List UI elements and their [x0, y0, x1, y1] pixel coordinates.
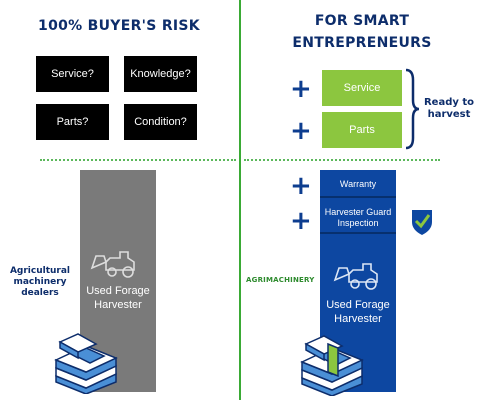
left-dotted-separator [40, 159, 236, 161]
left-column-label-line2: Harvester [94, 299, 142, 311]
inspection-item: Harvester Guard Inspection [320, 204, 396, 234]
plus-sign-warranty: + [290, 171, 312, 201]
plus-sign-inspection: + [290, 206, 312, 236]
harvester-icon [333, 263, 378, 290]
plus-sign-parts: + [290, 116, 312, 146]
harvester-icon [90, 251, 135, 278]
bracket-icon [405, 68, 420, 150]
money-stack-icon [300, 335, 364, 396]
ready-to-harvest-line1: Ready to [423, 97, 475, 108]
left-heading: 100% BUYER'S RISK [38, 18, 200, 34]
service-box: Service [322, 70, 402, 106]
left-column-label: Used Forage Harvester [80, 284, 156, 312]
right-heading-line2: ENTREPRENEURS [292, 35, 432, 51]
right-column-label: Used Forage Harvester [320, 298, 396, 326]
side-label-dealers: Agricultural machinery dealers [9, 266, 71, 298]
brand-logo: AGRIMACHINERY [246, 276, 315, 284]
shield-check-icon [412, 210, 432, 235]
question-box-parts: Parts? [36, 104, 109, 140]
ready-to-harvest-label: Ready to harvest [420, 97, 478, 121]
plus-sign-service: + [290, 74, 312, 104]
right-heading-line1: FOR SMART [314, 13, 410, 29]
warranty-item: Warranty [320, 172, 396, 198]
question-box-service: Service? [36, 56, 109, 92]
parts-box: Parts [322, 112, 402, 148]
right-column-label-line1: Used Forage [326, 299, 390, 311]
right-column-label-line2: Harvester [334, 313, 382, 325]
right-dotted-separator [244, 159, 440, 161]
right-heading: FOR SMART ENTREPRENEURS [262, 10, 462, 54]
money-stack-icon [54, 333, 118, 394]
question-box-knowledge: Knowledge? [124, 56, 197, 92]
left-column-label-line1: Used Forage [86, 285, 150, 297]
center-divider [239, 0, 241, 400]
ready-to-harvest-line2: harvest [427, 109, 471, 120]
question-box-condition: Condition? [124, 104, 197, 140]
